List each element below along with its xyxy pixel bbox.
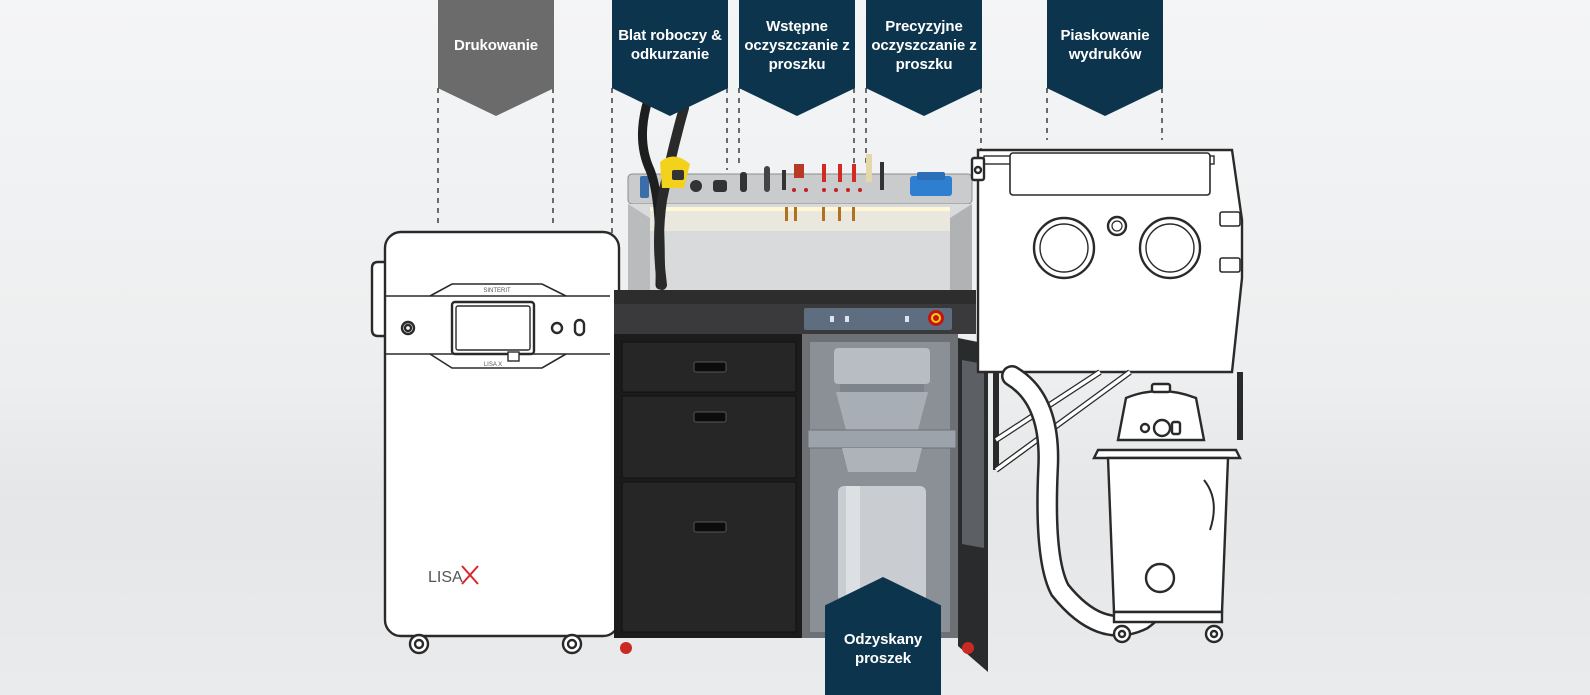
printer-model-logo: LISA bbox=[428, 569, 463, 586]
printer-model-small: LISA X bbox=[484, 362, 502, 368]
stage-label-precise-cleaning-text: Precyzyjne oczyszczanie z proszku bbox=[871, 17, 977, 73]
stage-label-precise-cleaning: Precyzyjne oczyszczanie z proszku bbox=[866, 0, 982, 116]
stage-label-printing: Drukowanie bbox=[438, 0, 554, 116]
stage-label-workbench-text: Blat roboczy & odkurzanie bbox=[618, 27, 722, 63]
workstation bbox=[614, 95, 988, 672]
printer-brand: SINTERIT bbox=[483, 288, 511, 294]
stage-label-recovered-powder-text: Odzyskany proszek bbox=[843, 631, 923, 667]
stage-label-printing-text: Drukowanie bbox=[453, 36, 539, 54]
sandblaster bbox=[970, 148, 1244, 644]
stage-label-pre-cleaning-text: Wstępne oczyszczanie z proszku bbox=[744, 17, 850, 73]
stage-label-recovered-powder: Odzyskany proszek bbox=[825, 577, 941, 695]
stage-label-pre-cleaning: Wstępne oczyszczanie z proszku bbox=[739, 0, 855, 116]
stage-label-sandblasting: Piaskowanie wydruków bbox=[1047, 0, 1163, 116]
tool-rack bbox=[640, 154, 952, 221]
printer-lisa-x bbox=[370, 230, 621, 655]
printer-x-mark bbox=[461, 565, 479, 585]
stage-label-sandblasting-text: Piaskowanie wydruków bbox=[1060, 27, 1150, 63]
stage-label-workbench: Blat roboczy & odkurzanie bbox=[612, 0, 728, 116]
